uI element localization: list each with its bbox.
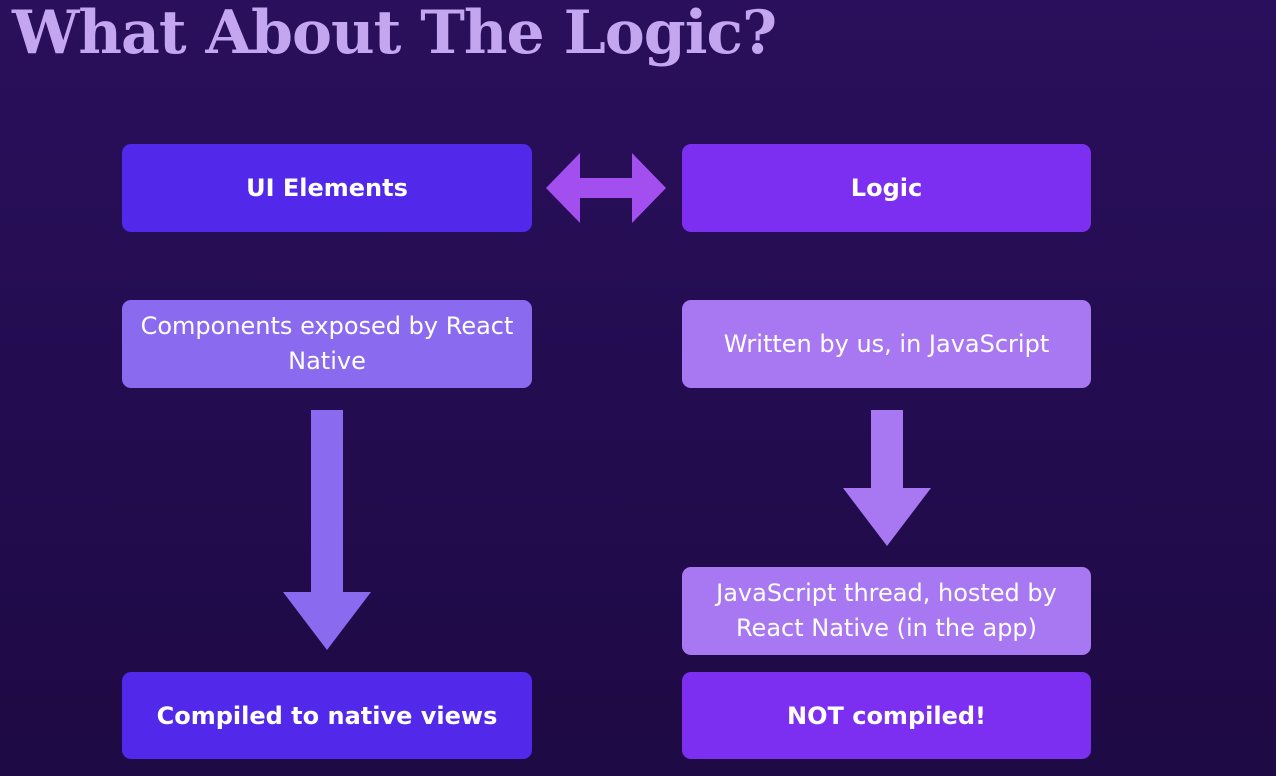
- down-arrow-icon: [283, 410, 371, 650]
- ui-elements-box: UI Elements: [122, 144, 532, 232]
- written-by-us-box: Written by us, in JavaScript: [682, 300, 1091, 388]
- not-compiled-box: NOT compiled!: [682, 672, 1091, 759]
- javascript-thread-box: JavaScript thread, hosted by React Nativ…: [682, 567, 1091, 655]
- double-arrow-icon: [546, 153, 666, 223]
- page-title: What About The Logic?: [12, 0, 777, 68]
- components-description-box: Components exposed by React Native: [122, 300, 532, 388]
- logic-box: Logic: [682, 144, 1091, 232]
- compiled-native-views-box: Compiled to native views: [122, 672, 532, 759]
- down-arrow-icon: [843, 410, 931, 546]
